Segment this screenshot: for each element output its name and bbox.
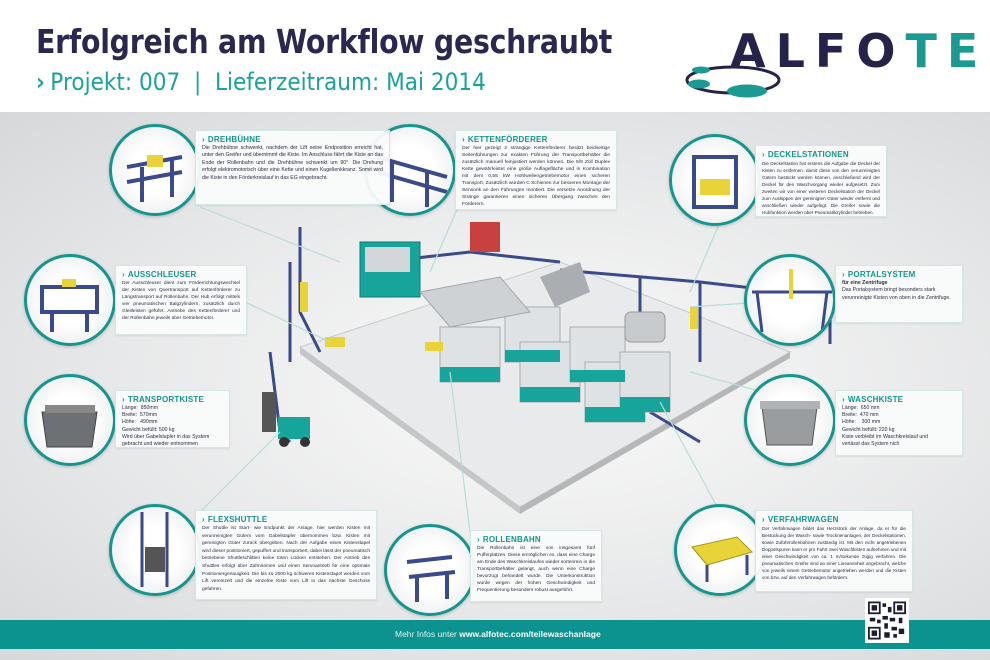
- info-card-waschkiste: ›WASCHKISTE Länge: 650 mm Breite: 470 mm…: [835, 390, 963, 456]
- chevron-right-icon: ›: [202, 515, 205, 524]
- card-title: AUSSCHLEUSER: [127, 270, 197, 279]
- spec-line: Länge: 850mm: [122, 405, 159, 411]
- info-card-rollenbahn: ›ROLLENBAHN Die Rollenbahn ist eine von …: [470, 530, 602, 602]
- deckelstationen-image: [669, 134, 761, 226]
- spec-line: Breite: 570mm: [122, 412, 158, 419]
- page-subtitle: ›Projekt: 007 | Lieferzeitraum: Mai 2014: [36, 68, 486, 96]
- footer-bar: Mehr Infos unter www.alfotec.com/teilewa…: [0, 620, 990, 649]
- card-title: VERFAHRWAGEN: [767, 515, 839, 524]
- info-card-flexshuttle: ›FLEXSHUTTLE Der Shuttle ist Start- wie …: [195, 510, 377, 600]
- card-title: DREHBÜHNE: [207, 135, 261, 144]
- poster-stage: ›DREHBÜHNE Die Drehbühne schwenkt, nachd…: [0, 112, 990, 660]
- card-text: Der Verfahrwagen bildet das Herzstück de…: [762, 526, 906, 580]
- spec-line: Gewicht befüllt: 220 kg: [842, 426, 895, 433]
- info-card-verfahrwagen: ›VERFAHRWAGEN Der Verfahrwagen bildet da…: [755, 510, 913, 592]
- card-text: Das Portalsystem bringt besonders stark …: [842, 287, 951, 301]
- card-text: Der Ausschleuser dient zum Förderrichtun…: [122, 281, 240, 321]
- spec-line: Kiste verbleibt im Waschkreislauf und: [842, 433, 929, 440]
- spec-line: Breite: 470 mm: [842, 412, 879, 419]
- card-title: TRANSPORTKISTE: [127, 395, 205, 404]
- logo-text-dark: ALFO: [730, 24, 906, 78]
- chevron-right-icon: ›: [202, 135, 205, 144]
- spec-line: Wird über Gabelstapler in das System: [122, 433, 210, 440]
- info-card-transportkiste: ›TRANSPORTKISTE Länge: 850mm Breite: 570…: [115, 390, 230, 448]
- spec-line: Höhe: 300 mm: [842, 419, 881, 426]
- card-text: Der Shuttle ist Start- wie Endpunkt der …: [202, 526, 370, 592]
- header: Erfolgreich am Workflow geschraubt ›Proj…: [0, 0, 990, 112]
- card-title: PORTALSYSTEM: [847, 270, 916, 279]
- chevron-right-icon: ›: [762, 515, 765, 524]
- info-card-drehbuehne: ›DREHBÜHNE Die Drehbühne schwenkt, nachd…: [195, 130, 390, 205]
- card-title: WASCHKISTE: [847, 395, 904, 404]
- chevron-right-icon: ›: [842, 270, 845, 279]
- spec-line: Länge: 650 mm: [842, 405, 880, 411]
- card-text: Der hier gezeigt 2 strängige Kettenförde…: [462, 146, 610, 207]
- qr-code[interactable]: [865, 598, 909, 643]
- card-title: FLEXSHUTTLE: [207, 515, 268, 524]
- chevron-right-icon: ›: [762, 150, 765, 159]
- flexshuttle-image: [109, 504, 201, 596]
- logo-text-teal: TEC: [905, 24, 990, 78]
- card-title: DECKELSTATIONEN: [767, 150, 849, 159]
- info-card-deckelstationen: ›DECKELSTATIONEN Die Deckelstation hat e…: [755, 145, 887, 217]
- card-text: Die Drehbühne schwenkt, nachdem der Lift…: [202, 145, 383, 181]
- alfotec-logo: ALFOTEC: [685, 22, 990, 100]
- chevron-right-icon: ›: [122, 395, 125, 404]
- page-title: Erfolgreich am Workflow geschraubt: [36, 22, 613, 61]
- footer-text: Mehr Infos unter www.alfotec.com/teilewa…: [395, 629, 601, 639]
- info-card-kettenfoerderer: ›KETTENFÖRDERER Der hier gezeigt 2 strän…: [455, 130, 617, 210]
- verfahrwagen-image: [674, 504, 766, 596]
- spec-line: gebracht und wieder entnommen: [122, 441, 198, 448]
- waschkiste-image: [744, 374, 836, 466]
- info-card-ausschleuser: ›AUSSCHLEUSER Der Ausschleuser dient zum…: [115, 265, 247, 335]
- spec-line: verlässt das System nich: [842, 441, 900, 448]
- project-info: Projekt: 007 | Lieferzeitraum: Mai 2014: [50, 68, 486, 96]
- card-text: Die Rollenbahn ist eine von insgesamt fü…: [477, 546, 595, 593]
- rollenbahn-image: [384, 524, 476, 616]
- card-title: KETTENFÖRDERER: [467, 135, 548, 144]
- ausschleuser-image: [24, 254, 116, 346]
- card-text: Die Deckelstation hat erstens die Aufgab…: [762, 161, 880, 215]
- spec-line: Gewicht befüllt: 500 kg: [122, 426, 175, 433]
- website-link[interactable]: www.alfotec.com/teilewaschanlage: [459, 629, 601, 639]
- info-card-portalsystem: ›PORTALSYSTEM für eine Zentrifuge Das Po…: [835, 265, 963, 323]
- chevron-right-icon: ›: [122, 270, 125, 279]
- chevron-right-icon: ›: [842, 395, 845, 404]
- card-title: ROLLENBAHN: [482, 535, 541, 544]
- spec-line: Höhe: 490mm: [122, 419, 158, 426]
- chevron-right-icon: ›: [36, 68, 45, 96]
- logo-orbit-icon: [685, 65, 781, 98]
- chevron-right-icon: ›: [462, 135, 465, 144]
- chevron-right-icon: ›: [477, 535, 480, 544]
- drehbuehne-image: [109, 124, 201, 216]
- card-subtitle: für eine Zentrifuge: [842, 280, 888, 286]
- portalsystem-image: [744, 254, 836, 346]
- transportkiste-image: [24, 374, 116, 466]
- qr-code-icon: [868, 601, 906, 640]
- footer-prefix: Mehr Infos unter: [395, 629, 460, 639]
